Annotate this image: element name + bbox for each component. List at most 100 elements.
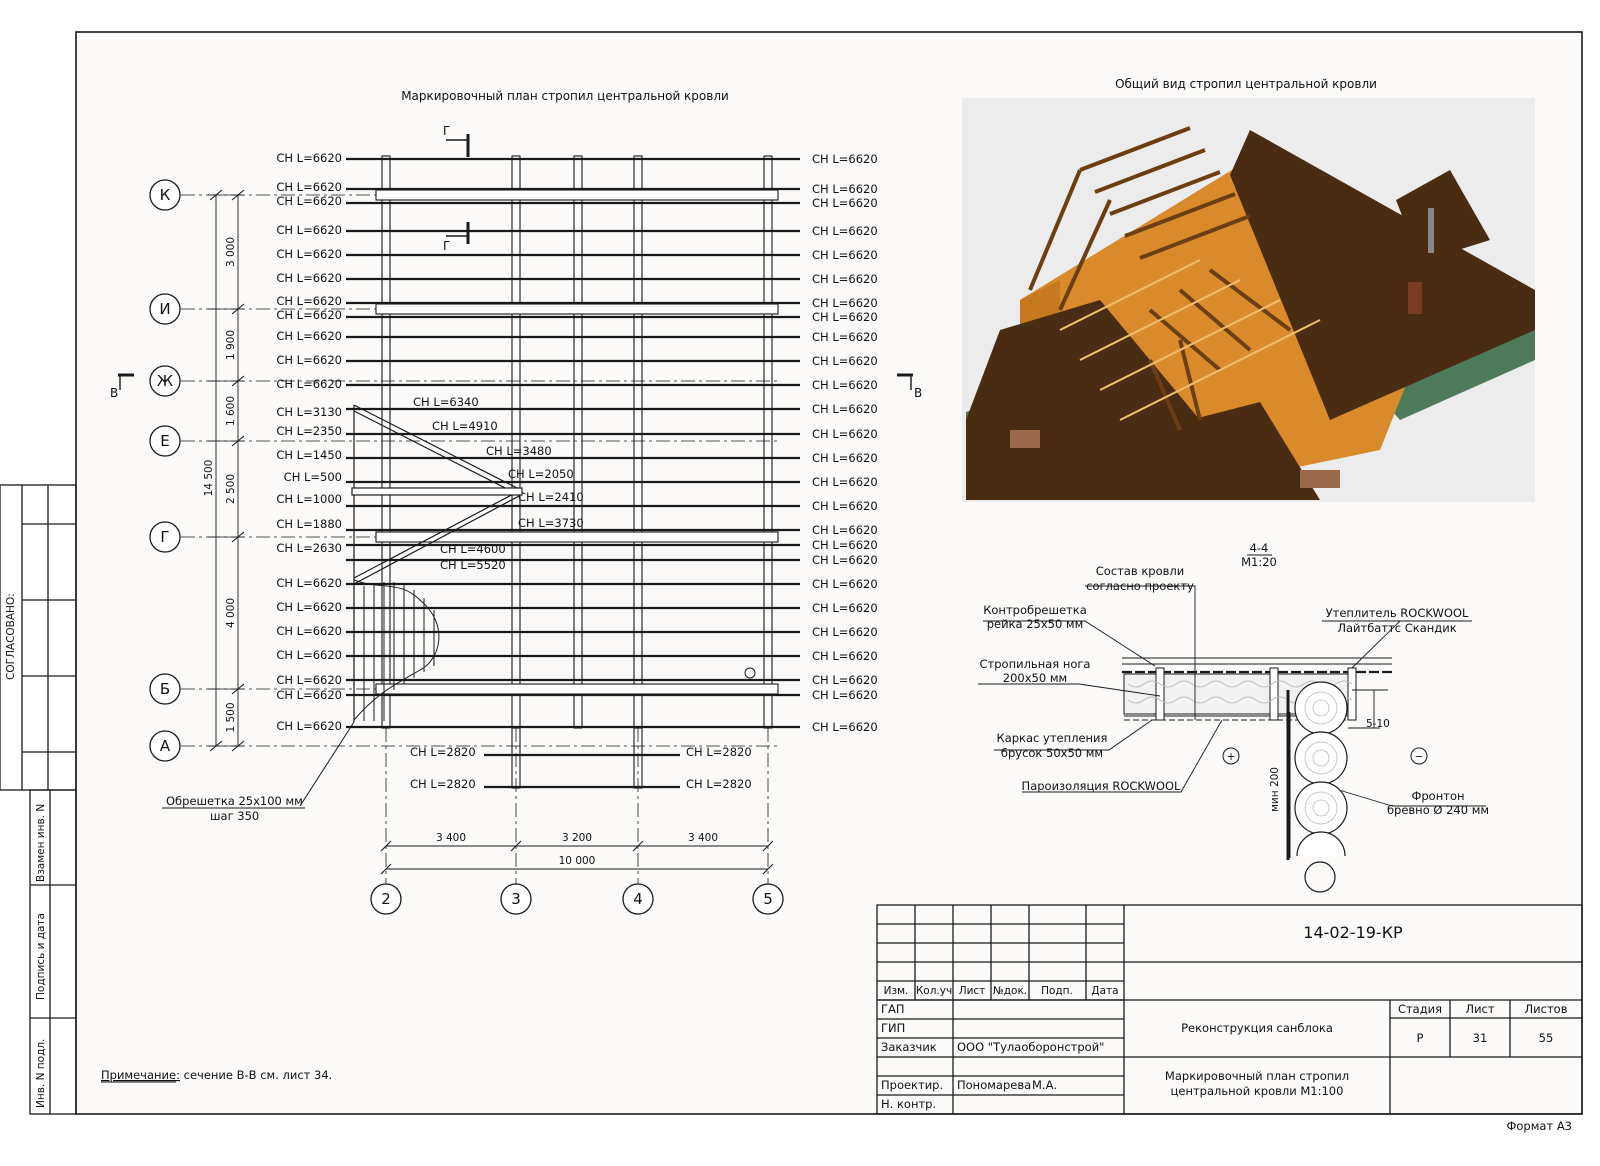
rafter-label-left: СН L=1880 bbox=[276, 517, 342, 531]
rafter-label-right: СН L=6620 bbox=[812, 224, 878, 238]
axis-row-label: Ж bbox=[157, 372, 173, 390]
stamp-role-customer: Заказчик bbox=[881, 1040, 937, 1054]
footnote: Примечание: сечение В-В см. лист 34. bbox=[101, 1068, 332, 1082]
rafter-line1: Стропильная нога bbox=[980, 657, 1091, 671]
rafter-label-left: СН L=6620 bbox=[276, 377, 342, 391]
rafter-label-left: СН L=6620 bbox=[276, 271, 342, 285]
dim-text-vertical-total: 14 500 bbox=[203, 460, 215, 497]
rafter-label-inner: СН L=6340 bbox=[413, 395, 479, 409]
rafter-label-right: СН L=6620 bbox=[812, 427, 878, 441]
axis-bubble-6 bbox=[149, 673, 181, 705]
axis-bubble-4 bbox=[149, 425, 181, 457]
rafter-label-left: СН L=1000 bbox=[276, 492, 342, 506]
roof-3d-render bbox=[962, 98, 1535, 502]
rafter-label-left: СН L=6620 bbox=[276, 329, 342, 343]
hip-valley-structure bbox=[351, 404, 523, 722]
rafter-line2: 200х50 мм bbox=[1003, 671, 1067, 685]
axis-row-label: Б bbox=[160, 680, 170, 698]
rafter-label-bottom: СН L=2820 bbox=[410, 777, 476, 791]
dim-text-vertical: 4 000 bbox=[225, 598, 237, 628]
rafter-label-right: СН L=6620 bbox=[812, 354, 878, 368]
axis-row-label: А bbox=[160, 737, 171, 755]
dim-text-horizontal: 3 200 bbox=[562, 832, 592, 844]
axis-bubble-3 bbox=[149, 365, 181, 397]
rafter-label-right: СН L=6620 bbox=[812, 523, 878, 537]
stamp-designer-name: Пономарева bbox=[957, 1078, 1031, 1092]
replace-inv-label: Взамен инв. N bbox=[35, 804, 47, 882]
axis-row-label: И bbox=[159, 300, 170, 318]
lathing-note-line1: Обрешетка 25х100 мм bbox=[166, 794, 303, 808]
rafter-label-right: СН L=6620 bbox=[812, 196, 878, 210]
rafter-label-right: СН L=6620 bbox=[812, 310, 878, 324]
dim-text-horizontal: 3 400 bbox=[436, 832, 466, 844]
stamp-header-cell: Дата bbox=[1091, 985, 1118, 997]
sign-date-label: Подпись и дата bbox=[35, 913, 47, 1000]
rafter-label-left: СН L=6620 bbox=[276, 151, 342, 165]
axis-row-label: Г bbox=[160, 528, 169, 546]
roof-comp-line2: согласно проекту bbox=[1086, 579, 1194, 593]
axis-row-label: Е bbox=[160, 432, 169, 450]
dim-tick bbox=[762, 863, 774, 875]
rafter-label-inner: СН L=4910 bbox=[432, 419, 498, 433]
stamp-project: Реконструкция санблока bbox=[1181, 1021, 1333, 1035]
axis-col-label: 3 bbox=[511, 890, 521, 908]
stamp-sheet: 31 bbox=[1473, 1031, 1488, 1045]
rafter-label-left: СН L=6620 bbox=[276, 576, 342, 590]
dim-text-vertical: 1 900 bbox=[225, 330, 237, 360]
stamp-code: 14-02-19-КР bbox=[1303, 923, 1403, 942]
purlin bbox=[375, 189, 779, 201]
agreed-label: СОГЛАСОВАНО: bbox=[5, 593, 17, 680]
rafter-label-right: СН L=6620 bbox=[812, 649, 878, 663]
counter-lath-line2: рейка 25х50 мм bbox=[987, 617, 1084, 631]
insulation-line2: Лайтбаттс Скандик bbox=[1337, 621, 1456, 635]
axis-bubble-col-1 bbox=[370, 883, 402, 915]
rafter-label-left: СН L=500 bbox=[284, 470, 342, 484]
plan-dimensions: 3 000 1 900 1 600 2 500 4 000 1 500 14 500 3 40… bbox=[203, 189, 774, 875]
plan-rafters bbox=[346, 155, 800, 789]
rafter-label-right: СН L=6620 bbox=[812, 272, 878, 286]
dim-text-horizontal: 3 400 bbox=[688, 832, 718, 844]
stamp-sheet-title-1: Маркировочный план стропил bbox=[1165, 1069, 1349, 1083]
rafter-label-right: СН L=6620 bbox=[812, 553, 878, 567]
rafter-label-left: СН L=6620 bbox=[276, 688, 342, 702]
section-mark-g-1: Г bbox=[443, 124, 450, 138]
axis-col-label: 2 bbox=[381, 890, 391, 908]
insulation-line1: Утеплитель ROCKWOOL bbox=[1326, 606, 1469, 620]
section-minus: − bbox=[1415, 751, 1424, 763]
rafter-label-bottom: СН L=2820 bbox=[686, 745, 752, 759]
section-mark-v-right: В bbox=[914, 386, 922, 400]
rafter-label-right: СН L=6620 bbox=[812, 182, 878, 196]
dim-tick bbox=[380, 840, 392, 852]
view3d-title: Общий вид стропил центральной кровли bbox=[1115, 77, 1377, 91]
dim-text-vertical: 1 500 bbox=[225, 702, 237, 732]
lathing-cutout bbox=[299, 579, 440, 807]
rafter-label-left: СН L=2630 bbox=[276, 541, 342, 555]
stamp-sheet-title-2: центральной кровли М1:100 bbox=[1171, 1084, 1344, 1098]
stamp-role-gip: ГИП bbox=[881, 1021, 905, 1035]
rafter-label-right: СН L=6620 bbox=[812, 152, 878, 166]
stamp-sheets-label: Листов bbox=[1525, 1002, 1568, 1016]
dim-text-vertical: 1 600 bbox=[225, 396, 237, 426]
dim-text-vertical: 2 500 bbox=[225, 474, 237, 504]
section-marker-g-top bbox=[118, 134, 913, 390]
stamp-stage: Р bbox=[1417, 1031, 1424, 1045]
rafter-label-right: СН L=6620 bbox=[812, 625, 878, 639]
axis-bubble-col-3 bbox=[622, 883, 654, 915]
axis-col-label: 5 bbox=[763, 890, 773, 908]
stamp-stage-label: Стадия bbox=[1398, 1002, 1442, 1016]
rafter-label-left: СН L=6620 bbox=[276, 673, 342, 687]
section-mark-g-2: Г bbox=[443, 239, 450, 253]
dim-tick bbox=[209, 189, 223, 201]
stamp-designer-initials: М.А. bbox=[1032, 1078, 1057, 1092]
rafter-label-right: СН L=6620 bbox=[812, 475, 878, 489]
dim-text-horizontal-total: 10 000 bbox=[559, 855, 596, 867]
rafter-label-left: СН L=2350 bbox=[276, 424, 342, 438]
rafter-label-inner: СН L=4600 bbox=[440, 542, 506, 556]
axis-bubble-col-4 bbox=[752, 883, 784, 915]
left-margin-stamp bbox=[0, 484, 77, 1115]
stamp-role-designer: Проектир. bbox=[881, 1078, 943, 1092]
purlin bbox=[375, 303, 779, 315]
dim-text-vertical: 3 000 bbox=[225, 237, 237, 267]
purlin bbox=[375, 683, 779, 695]
